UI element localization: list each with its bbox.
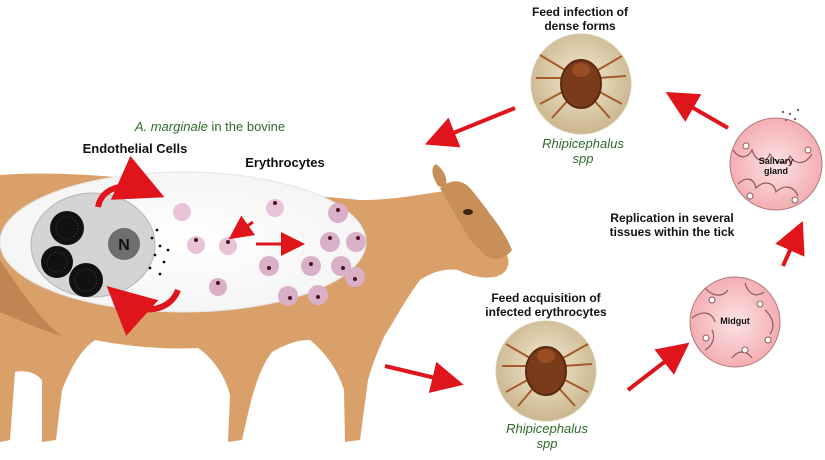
tick-bottom-line1: Rhipicephalus [482, 422, 612, 437]
feed-acquisition-label: Feed acquisition of infected erythrocyte… [446, 292, 646, 320]
feed-dense-line2: dense forms [500, 20, 660, 34]
endothelial-cells-label: Endothelial Cells [60, 142, 210, 157]
nucleus-label: N [118, 237, 130, 254]
replication-line2: tissues within the tick [582, 226, 762, 240]
arrow-salivary-to-top-tick [676, 98, 728, 128]
replication-line1: Replication in several [582, 212, 762, 226]
salivary-gland-label: Salivary gland [746, 156, 806, 177]
replication-label: Replication in several tissues within th… [582, 212, 762, 240]
feed-dense-line1: Feed infection of [500, 6, 660, 20]
salivary-line1: Salivary [746, 156, 806, 166]
feed-acq-line1: Feed acquisition of [446, 292, 646, 306]
feed-dense-label: Feed infection of dense forms [500, 6, 660, 34]
tick-bottom-line2: spp [482, 437, 612, 452]
arrow-midgut-to-salivary [783, 232, 798, 266]
title-rest: in the bovine [208, 119, 285, 134]
arrow-cow-to-bottom-tick [385, 366, 452, 382]
bovine-title: A. marginale in the bovine [105, 120, 315, 135]
arrow-tick-to-midgut [628, 350, 680, 390]
erythrocytes-label: Erythrocytes [225, 156, 345, 171]
midgut-label: Midgut [705, 316, 765, 326]
salivary-line2: gland [746, 166, 806, 176]
arrow-top-tick-to-cow [436, 108, 515, 140]
tick-species-top: Rhipicephalus spp [518, 137, 648, 167]
tick-species-bottom: Rhipicephalus spp [482, 422, 612, 452]
species-name: A. marginale [135, 119, 208, 134]
tick-top-line1: Rhipicephalus [518, 137, 648, 152]
feed-acq-line2: infected erythrocytes [446, 306, 646, 320]
tick-top-line2: spp [518, 152, 648, 167]
